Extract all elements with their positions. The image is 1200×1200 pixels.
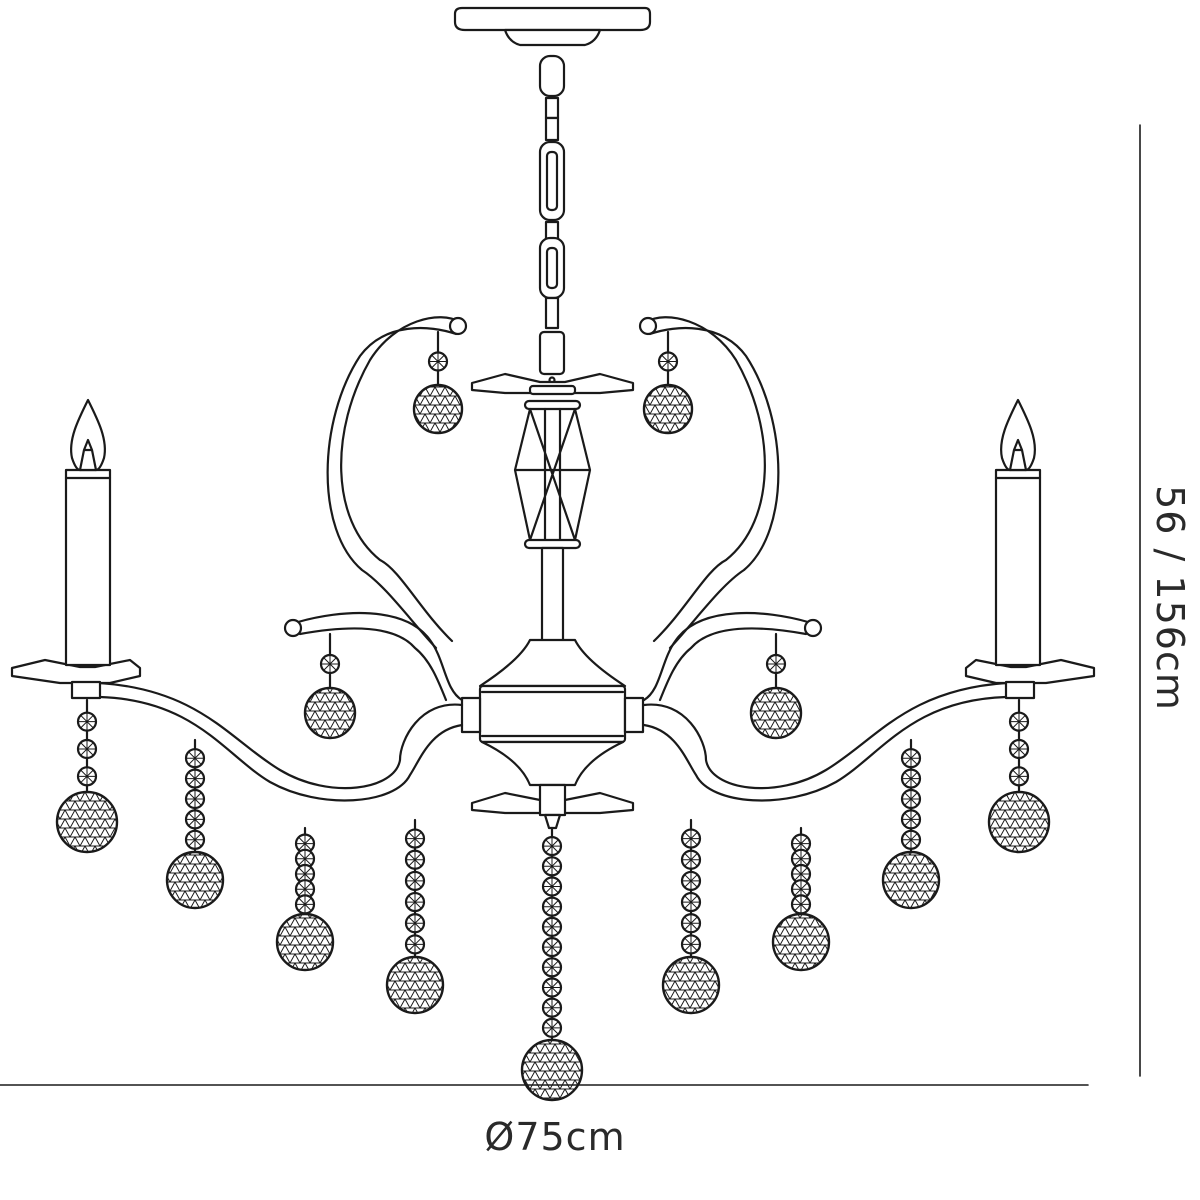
octagon-crystal [1008,711,1030,732]
octagon-crystal [184,768,206,789]
octagon-crystal [76,711,98,732]
octagon-crystal [790,833,812,854]
octagon-crystal [76,766,98,787]
octagon-crystal [404,870,426,892]
crystal-drop-left [55,698,119,854]
crystal-ball [987,790,1051,854]
crystal-drop-left [165,738,225,910]
octagon-crystal [900,829,922,850]
crystal-drop-left [412,330,464,435]
octagon-crystal [541,856,563,877]
suspension-chain [538,54,566,384]
octagon-crystal [76,738,98,760]
crystal-ball [165,850,225,910]
octagon-crystal [1008,738,1030,760]
octagon-crystal [541,896,563,917]
arms-group [10,316,1096,802]
octagon-crystal [294,879,316,900]
octagon-crystal [184,788,206,810]
height-dimension-label: 56 / 156cm [1148,485,1192,711]
crystal-drop-left [303,632,357,740]
octagon-crystal [404,849,426,870]
octagon-crystal [900,748,922,769]
octagon-crystal [900,768,922,789]
octagon-crystal [404,913,426,934]
octagon-crystal [427,351,449,372]
crystal-drop-right [642,330,694,435]
octagon-crystal [294,833,316,854]
octagon-crystal [790,894,812,915]
octagon-crystal [294,863,316,885]
crystal-drop-right [987,698,1051,854]
crystal-ball [749,686,803,740]
octagon-crystal [680,870,702,892]
octagon-crystal [541,876,563,897]
crystal-ball [55,790,119,854]
crystal-drops-group [55,330,1051,1102]
octagon-crystal [680,828,702,849]
crystal-ball [661,955,721,1015]
right-arm [638,316,1096,802]
crystal-ball [303,686,357,740]
crystal-ball [881,850,941,910]
top-collar [470,372,635,411]
octagon-crystal [319,653,341,675]
ceiling-plate [453,6,652,47]
crystal-drop-right [771,826,831,972]
crystal-ball [275,912,335,972]
crystal-drop-left [385,818,445,1015]
octagon-crystal [541,936,563,958]
left-arm [10,316,468,802]
crystal-drop-center [520,826,584,1102]
octagon-crystal [790,848,812,869]
octagon-crystal [900,809,922,830]
octagon-crystal [680,913,702,934]
octagon-crystal [1008,766,1030,787]
octagon-crystal [541,1017,563,1039]
octagon-crystal [657,351,679,372]
octagon-crystal [541,835,563,857]
crystal-ball [642,383,694,435]
octagon-crystal [184,829,206,850]
octagon-crystal [680,891,702,913]
central-column [513,407,592,643]
octagon-crystal [541,957,563,978]
octagon-crystal [680,934,702,955]
octagon-crystal [404,891,426,913]
crystal-drop-right [749,632,803,740]
octagon-crystal [404,934,426,955]
octagon-crystal [680,849,702,870]
octagon-crystal [541,977,563,998]
crystal-ball [520,1038,584,1102]
octagon-crystal [541,997,563,1018]
octagon-crystal [541,916,563,938]
width-dimension-label: Ø75cm [484,1115,626,1159]
octagon-crystal [765,653,787,675]
crystal-ball [385,955,445,1015]
arm-hub [460,638,645,830]
octagon-crystal [294,894,316,915]
octagon-crystal [900,788,922,810]
crystal-ball [771,912,831,972]
octagon-crystal [184,748,206,769]
crystal-ball [412,383,464,435]
crystal-drop-right [881,738,941,910]
octagon-crystal [184,809,206,830]
crystal-drop-right [661,818,721,1015]
octagon-crystal [404,828,426,849]
crystal-drop-left [275,826,335,972]
